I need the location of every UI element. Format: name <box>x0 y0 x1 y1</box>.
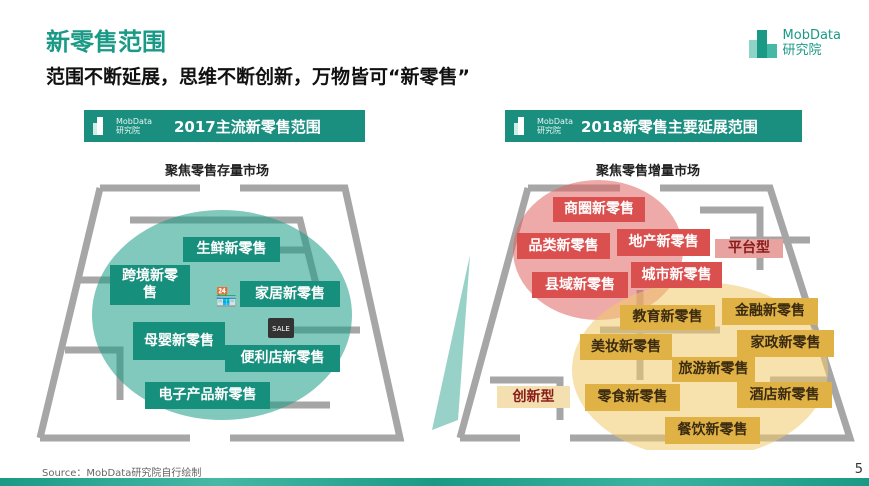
building-icon <box>748 30 777 58</box>
label-crossborder: 跨境新零售 <box>110 265 190 305</box>
innovation-type-label: 创新型 <box>497 386 570 408</box>
label-city: 城市新零售 <box>631 262 722 288</box>
page-title: 新零售范围 <box>46 28 166 56</box>
right-caption: 聚焦零售增量市场 <box>596 164 701 179</box>
label-finance: 金融新零售 <box>722 298 818 325</box>
label-housekeeping: 家政新零售 <box>737 330 834 357</box>
label-fresh: 生鲜新零售 <box>183 237 280 262</box>
left-caption: 聚焦零售存量市场 <box>165 164 270 179</box>
label-real-estate: 地产新零售 <box>617 229 710 256</box>
label-electronics: 电子产品新零售 <box>145 382 270 409</box>
label-home: 家居新零售 <box>240 281 340 307</box>
footer-bar <box>0 478 869 486</box>
arrow-swoosh <box>432 255 470 430</box>
page-number: 5 <box>854 462 863 477</box>
label-convenience: 便利店新零售 <box>225 345 340 372</box>
page-subtitle: 范围不断延展，思维不断创新，万物皆可“新零售” <box>46 66 470 88</box>
label-maternal: 母婴新零售 <box>133 322 225 360</box>
label-travel: 旅游新零售 <box>672 357 755 382</box>
label-category: 品类新零售 <box>517 233 610 259</box>
label-catering: 餐饮新零售 <box>665 417 760 444</box>
label-hotel: 酒店新零售 <box>737 382 832 408</box>
building-icon <box>514 117 524 135</box>
source-note: Source：MobData研究院自行绘制 <box>42 468 202 479</box>
store-icon: 🏪 <box>215 287 238 308</box>
label-business-district: 商圈新零售 <box>553 197 645 222</box>
sale-tag-icon: SALE <box>268 318 294 338</box>
label-education: 教育新零售 <box>620 305 715 330</box>
building-icon <box>93 117 103 135</box>
platform-type-label: 平台型 <box>715 239 783 258</box>
label-beauty: 美妆新零售 <box>580 334 672 360</box>
label-county: 县域新零售 <box>532 272 628 298</box>
label-snacks: 零食新零售 <box>585 384 680 411</box>
